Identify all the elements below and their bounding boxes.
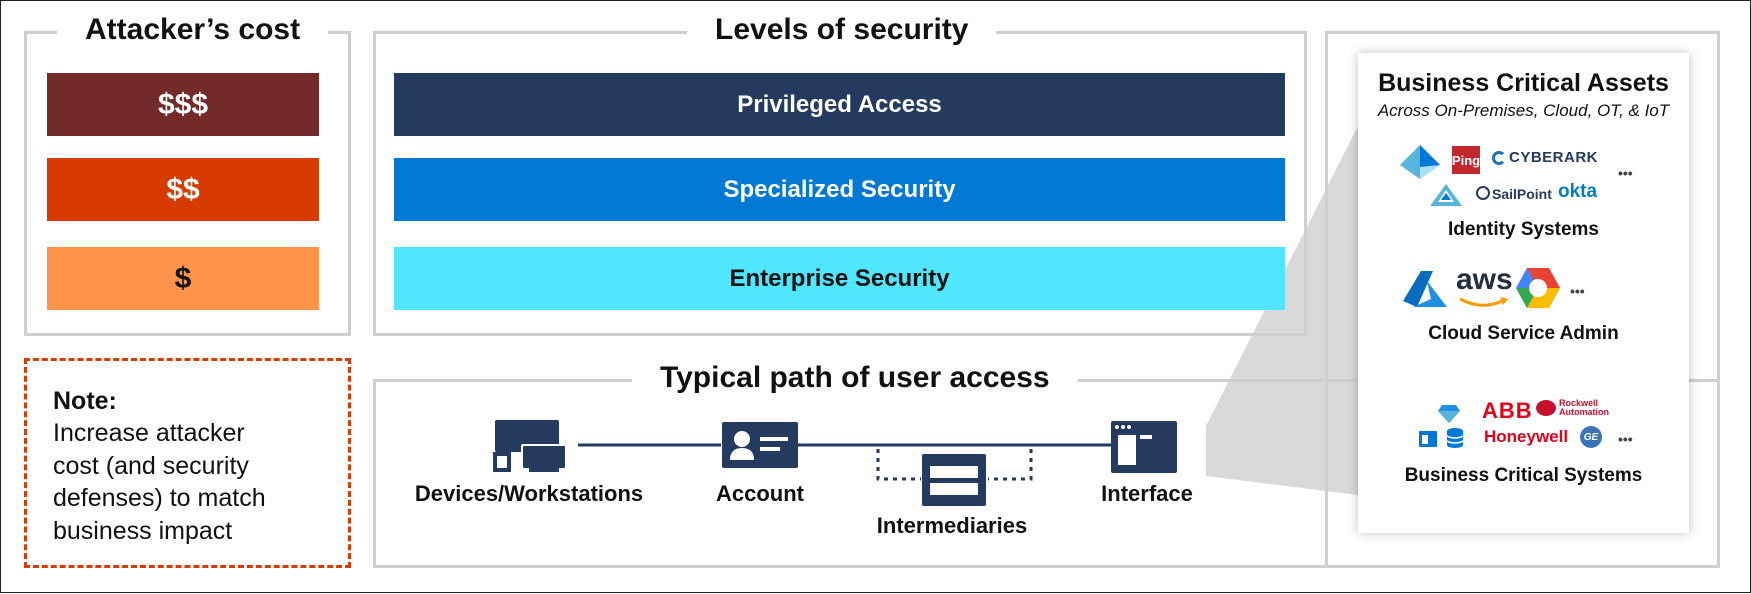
ge-logo-text: GE xyxy=(1583,431,1599,443)
cost-bar-medium: $$ xyxy=(47,158,319,221)
assets-title: Business Critical Assets xyxy=(1378,69,1669,97)
connector-intermediaries-right xyxy=(988,449,1033,481)
azure-ad-icon xyxy=(1400,145,1440,179)
database-icon xyxy=(1447,428,1463,448)
note-line: defenses) to match xyxy=(53,484,266,512)
node-label-intermediaries: Intermediaries xyxy=(876,513,1028,538)
okta-logo: okta xyxy=(1558,181,1598,202)
sailpoint-logo-text: SailPoint xyxy=(1492,186,1552,202)
cyberark-logo-text: CYBERARK xyxy=(1509,149,1599,166)
cyberark-mark-icon xyxy=(1492,151,1506,165)
sailpoint-mark-icon xyxy=(1476,186,1490,200)
aws-logo: aws xyxy=(1456,263,1513,297)
node-label-account: Account xyxy=(716,481,804,506)
abb-logo: ABB xyxy=(1482,398,1533,423)
rockwell-automation-logo: Rockwell Automation xyxy=(1536,399,1625,417)
ping-logo-text: Ping xyxy=(1451,152,1481,168)
gem-icon xyxy=(1438,405,1460,423)
ping-identity-logo: Ping xyxy=(1452,146,1480,174)
group-label-cloud-service-admin: Cloud Service Admin xyxy=(1428,323,1619,344)
aws-smile-icon xyxy=(1459,297,1508,307)
sailpoint-logo: SailPoint xyxy=(1476,186,1552,202)
azure-logo-icon xyxy=(1403,271,1447,307)
ge-logo: GE xyxy=(1580,426,1602,448)
aws-logo-text: aws xyxy=(1456,263,1513,296)
security-level-specialized-security: Specialized Security xyxy=(394,158,1285,221)
intermediaries-icon xyxy=(922,454,986,506)
security-level-enterprise-security: Enterprise Security xyxy=(394,247,1285,310)
connector-intermediaries-left xyxy=(876,449,921,481)
note-line: cost (and security xyxy=(53,451,249,480)
active-directory-icon xyxy=(1430,184,1462,206)
more-icon: ••• xyxy=(1618,165,1633,181)
node-label-devices: Devices/Workstations xyxy=(414,481,644,506)
app-tile-icon xyxy=(1419,431,1437,447)
note-line: business impact xyxy=(53,516,233,545)
devices-icon xyxy=(493,420,567,472)
cost-bar-high: $$$ xyxy=(47,73,319,136)
note-box: Note: Increase attacker cost (and securi… xyxy=(24,358,351,568)
rockwell-mark-icon xyxy=(1536,400,1556,416)
user-access-path-panel: Typical path of user access xyxy=(373,356,1720,568)
note-line: Increase attacker xyxy=(53,419,245,447)
cyberark-logo: CYBERARK xyxy=(1492,149,1598,166)
honeywell-logo: Honeywell xyxy=(1484,427,1569,446)
security-level-privileged-access: Privileged Access xyxy=(394,73,1285,136)
rockwell-logo-text: Rockwell Automation xyxy=(1559,398,1609,417)
note-title: Note: xyxy=(53,387,117,415)
levels-of-security-title: Levels of security xyxy=(687,8,997,52)
group-label-identity-systems: Identity Systems xyxy=(1448,219,1599,240)
attackers-cost-title: Attacker’s cost xyxy=(57,8,329,52)
interface-window-icon xyxy=(1111,421,1177,473)
account-card-icon xyxy=(722,422,798,468)
user-access-path-title: Typical path of user access xyxy=(632,356,1078,400)
attackers-cost-panel: Attacker’s cost xyxy=(24,8,351,336)
cost-bar-low: $ xyxy=(47,247,319,310)
group-label-business-critical-systems: Business Critical Systems xyxy=(1404,465,1643,486)
node-label-interface: Interface xyxy=(1101,481,1193,506)
assets-subtitle: Across On-Premises, Cloud, OT, & IoT xyxy=(1377,101,1670,120)
more-icon: ••• xyxy=(1618,431,1633,447)
google-cloud-icon xyxy=(1516,268,1560,308)
levels-of-security-panel: Levels of security xyxy=(373,8,1307,336)
business-critical-assets-card: Business Critical Assets Across On-Premi… xyxy=(1358,53,1689,533)
more-icon: ••• xyxy=(1570,283,1585,299)
